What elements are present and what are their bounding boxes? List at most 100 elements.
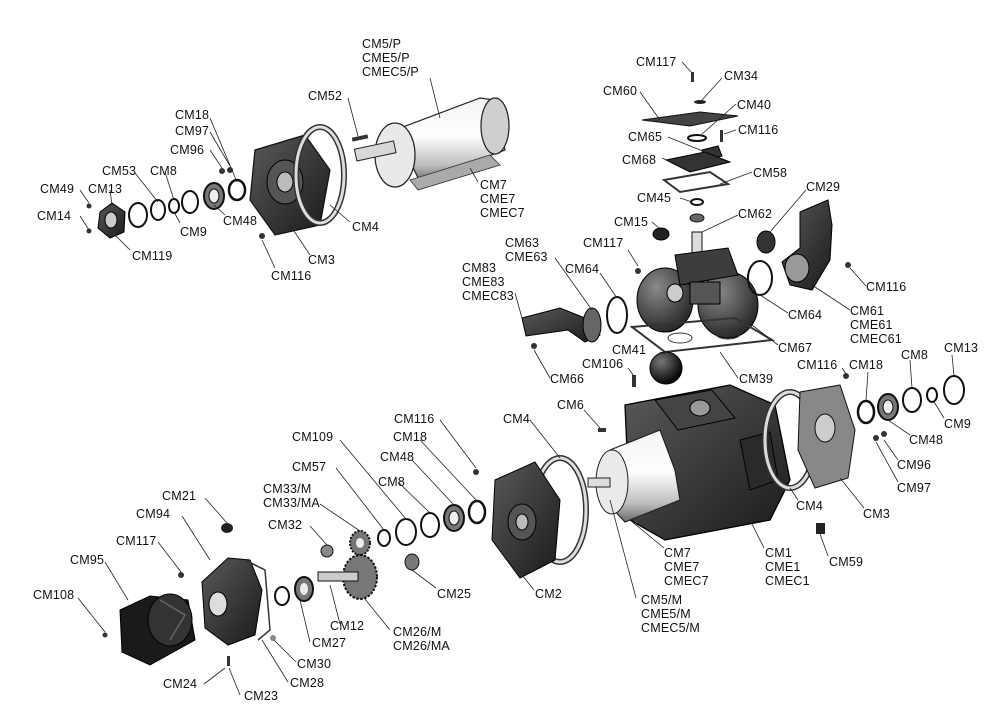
- label-cm117-a: CM117: [636, 55, 677, 69]
- cm83-elbow: [521, 296, 628, 349]
- label-cm68: CM68: [622, 153, 657, 167]
- gearbox-housing: [178, 523, 271, 666]
- label-cm116-b: CM116: [738, 123, 779, 137]
- label-cm49: CM49: [40, 182, 75, 196]
- label-cm58: CM58: [753, 166, 788, 180]
- label-cm66: CM66: [550, 372, 585, 386]
- label-cm109: CM109: [292, 430, 334, 444]
- cm61-elbow: [747, 199, 851, 296]
- label-cm25: CM25: [437, 587, 472, 601]
- label-cm23: CM23: [244, 689, 279, 703]
- label-cm18-c: CM18: [393, 430, 428, 444]
- label-cm39: CM39: [739, 372, 774, 386]
- label-cm97-b: CM97: [897, 481, 932, 495]
- cm32-nut: [320, 544, 334, 558]
- bottom-end-plate: [473, 461, 561, 579]
- right-bearing-stack: [856, 375, 965, 441]
- label-cm62: CM62: [738, 207, 773, 221]
- label-cm63: CM63 CME63: [505, 236, 548, 264]
- bottom-rotor-cylinder: [587, 429, 681, 523]
- label-cm48-b: CM48: [909, 433, 944, 447]
- right-end-plate: [797, 373, 856, 489]
- label-cm14: CM14: [37, 209, 72, 223]
- label-cm8-a: CM8: [150, 164, 177, 178]
- cm41-ball: [649, 351, 683, 385]
- cm52-key: [351, 134, 369, 142]
- label-cm48-a: CM48: [223, 214, 258, 228]
- valve-body: [635, 247, 759, 339]
- label-cm28: CM28: [290, 676, 325, 690]
- top-gasket: [293, 124, 347, 226]
- top-end-plate: [249, 134, 331, 236]
- label-cm116-a: CM116: [271, 269, 312, 283]
- label-cm117-b: CM117: [583, 236, 624, 250]
- valve-top-stack: [641, 72, 739, 256]
- label-cm64-b: CM64: [788, 308, 823, 322]
- label-cm2: CM2: [535, 587, 562, 601]
- label-cm5p: CM5/P CME5/P CMEC5/P: [362, 37, 419, 79]
- label-cm18-b: CM18: [849, 358, 884, 372]
- cm15-cap: [652, 227, 670, 241]
- label-cm5m: CM5/M CME5/M CMEC5/M: [641, 593, 701, 635]
- label-cm8-c: CM8: [378, 475, 405, 489]
- label-cm41: CM41: [612, 343, 647, 357]
- label-cm67: CM67: [778, 341, 813, 355]
- label-cm32: CM32: [268, 518, 303, 532]
- cm6-pin: [598, 428, 606, 432]
- label-cm59: CM59: [829, 555, 864, 569]
- label-cm12: CM12: [330, 619, 365, 633]
- label-cm7-top: CM7 CME7 CMEC7: [480, 178, 525, 220]
- label-cm117-c: CM117: [116, 534, 157, 548]
- gear-cm26: [317, 554, 378, 600]
- label-cm95: CM95: [70, 553, 105, 567]
- label-cm83: CM83 CME83 CMEC83: [462, 261, 514, 303]
- label-cm94: CM94: [136, 507, 171, 521]
- small-bearings: [270, 576, 314, 641]
- label-cm15: CM15: [614, 215, 649, 229]
- label-cm27: CM27: [312, 636, 347, 650]
- leader-lines: [77, 61, 955, 696]
- label-cm34: CM34: [724, 69, 759, 83]
- label-cm61: CM61 CME61 CMEC61: [850, 304, 902, 346]
- label-cm33: CM33/M CM33/MA: [263, 482, 320, 510]
- label-cm48-c: CM48: [380, 450, 415, 464]
- top-rotor-cylinder: [353, 97, 510, 191]
- label-cm9-b: CM9: [944, 417, 971, 431]
- cm95-guard: [102, 593, 196, 666]
- label-cm3-b: CM3: [863, 507, 890, 521]
- label-cm45: CM45: [637, 191, 672, 205]
- label-cm8-b: CM8: [901, 348, 928, 362]
- cm106-bolt: [632, 375, 636, 387]
- label-cm4-b: CM4: [796, 499, 823, 513]
- label-cm6: CM6: [557, 398, 584, 412]
- label-cm57: CM57: [292, 460, 327, 474]
- label-cm3-a: CM3: [308, 253, 335, 267]
- label-cm40: CM40: [737, 98, 772, 112]
- label-cm7-bottom: CM7 CME7 CMEC7: [664, 546, 709, 588]
- bottom-bearing-stack: [377, 499, 487, 571]
- label-cm13-b: CM13: [944, 341, 979, 355]
- label-cm26: CM26/M CM26/MA: [393, 625, 450, 653]
- label-cm96-a: CM96: [170, 143, 205, 157]
- cm59-plate: [816, 523, 825, 534]
- label-cm53: CM53: [102, 164, 137, 178]
- label-cm24: CM24: [163, 677, 198, 691]
- top-left-bearing-stack: [128, 167, 247, 228]
- label-cm30: CM30: [297, 657, 332, 671]
- label-cm116-c: CM116: [866, 280, 907, 294]
- cm119-cap: [86, 202, 265, 239]
- label-cm64-a: CM64: [565, 262, 600, 276]
- label-cm4-c: CM4: [503, 412, 530, 426]
- gear-cm33: [349, 530, 371, 556]
- label-cm21: CM21: [162, 489, 197, 503]
- label-cm60: CM60: [603, 84, 638, 98]
- label-cm29: CM29: [806, 180, 841, 194]
- label-cm9-a: CM9: [180, 225, 207, 239]
- label-cm1: CM1 CME1 CMEC1: [765, 546, 810, 588]
- label-cm97-a: CM97: [175, 124, 210, 138]
- label-cm96-b: CM96: [897, 458, 932, 472]
- label-cm65: CM65: [628, 130, 663, 144]
- label-cm116-d: CM116: [797, 358, 838, 372]
